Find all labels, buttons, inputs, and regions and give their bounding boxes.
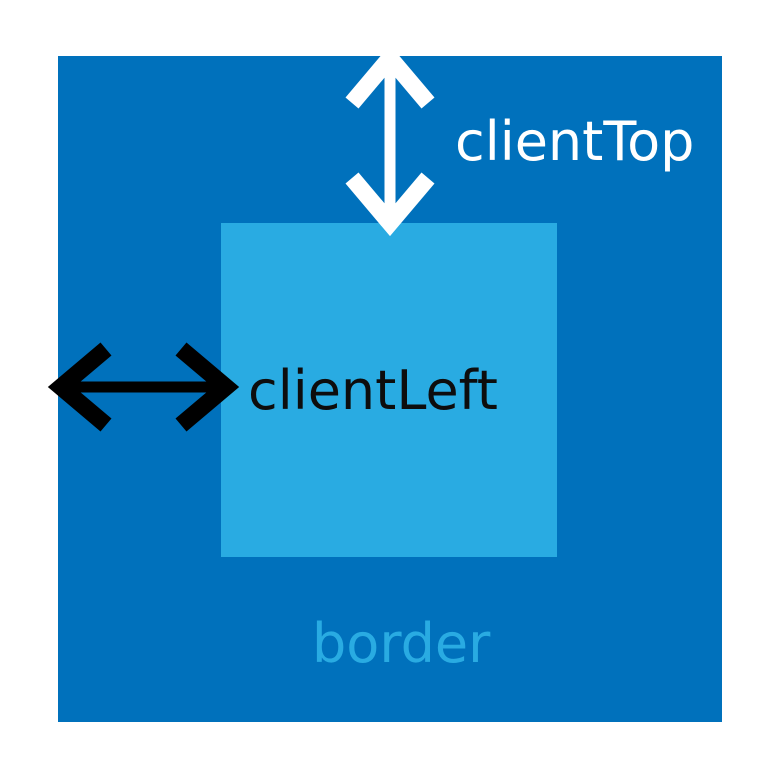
client-left-arrowhead-left xyxy=(47,342,112,432)
client-left-arrowhead-right xyxy=(175,342,240,432)
client-top-arrow xyxy=(345,44,435,237)
client-box xyxy=(221,223,557,557)
client-top-label: clientTop xyxy=(455,110,694,173)
client-left-label: clientLeft xyxy=(248,359,498,422)
client-top-arrowhead-up xyxy=(345,44,435,109)
client-left-arrow xyxy=(47,342,240,432)
border-label: border xyxy=(312,612,491,675)
client-top-arrowhead-down xyxy=(345,172,435,237)
